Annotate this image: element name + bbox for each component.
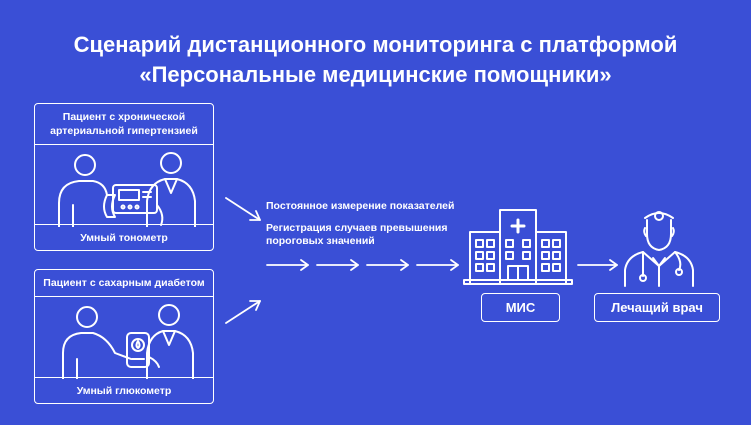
title-line-2: «Персональные медицинские помощники» [139,62,612,87]
card-hypertension-footer: Умный тонометр [35,224,213,250]
doctor-label: Лечащий врач [594,293,720,322]
card-hypertension-header-line-1: Пациент с хронической [62,111,186,123]
doctor-icon [624,211,694,287]
note-measure: Постоянное измерение показателей [266,200,455,212]
card-hypertension-header-line-2: артериальной гипертензией [50,125,198,137]
arrow-from-diabetes-icon [225,300,261,324]
hospital-icon [463,209,573,285]
note-register-line-1: Регистрация случаев превышения [266,222,448,234]
patient-with-tonometer-icon [58,152,196,227]
page-title: Сценарий дистанционного мониторинга с пл… [0,30,751,90]
card-hypertension-header: Пациент с хронической артериальной гипер… [35,104,213,145]
card-hypertension: Пациент с хронической артериальной гипер… [34,103,214,251]
title-line-1: Сценарий дистанционного мониторинга с пл… [73,32,678,57]
note-register: Регистрация случаев превышения пороговых… [266,222,448,248]
patient-with-glucometer-icon [62,304,194,379]
card-diabetes-header: Пациент с сахарным диабетом [35,270,213,297]
card-diabetes-footer: Умный глюкометр [35,377,213,403]
arrow-chain-icon [266,259,459,271]
note-register-line-2: пороговых значений [266,235,375,247]
card-diabetes: Пациент с сахарным диабетом Умный глюком… [34,269,214,404]
arrow-to-doctor-icon [577,259,618,271]
arrow-from-hypertension-icon [225,197,261,221]
mis-label: МИС [481,293,560,322]
